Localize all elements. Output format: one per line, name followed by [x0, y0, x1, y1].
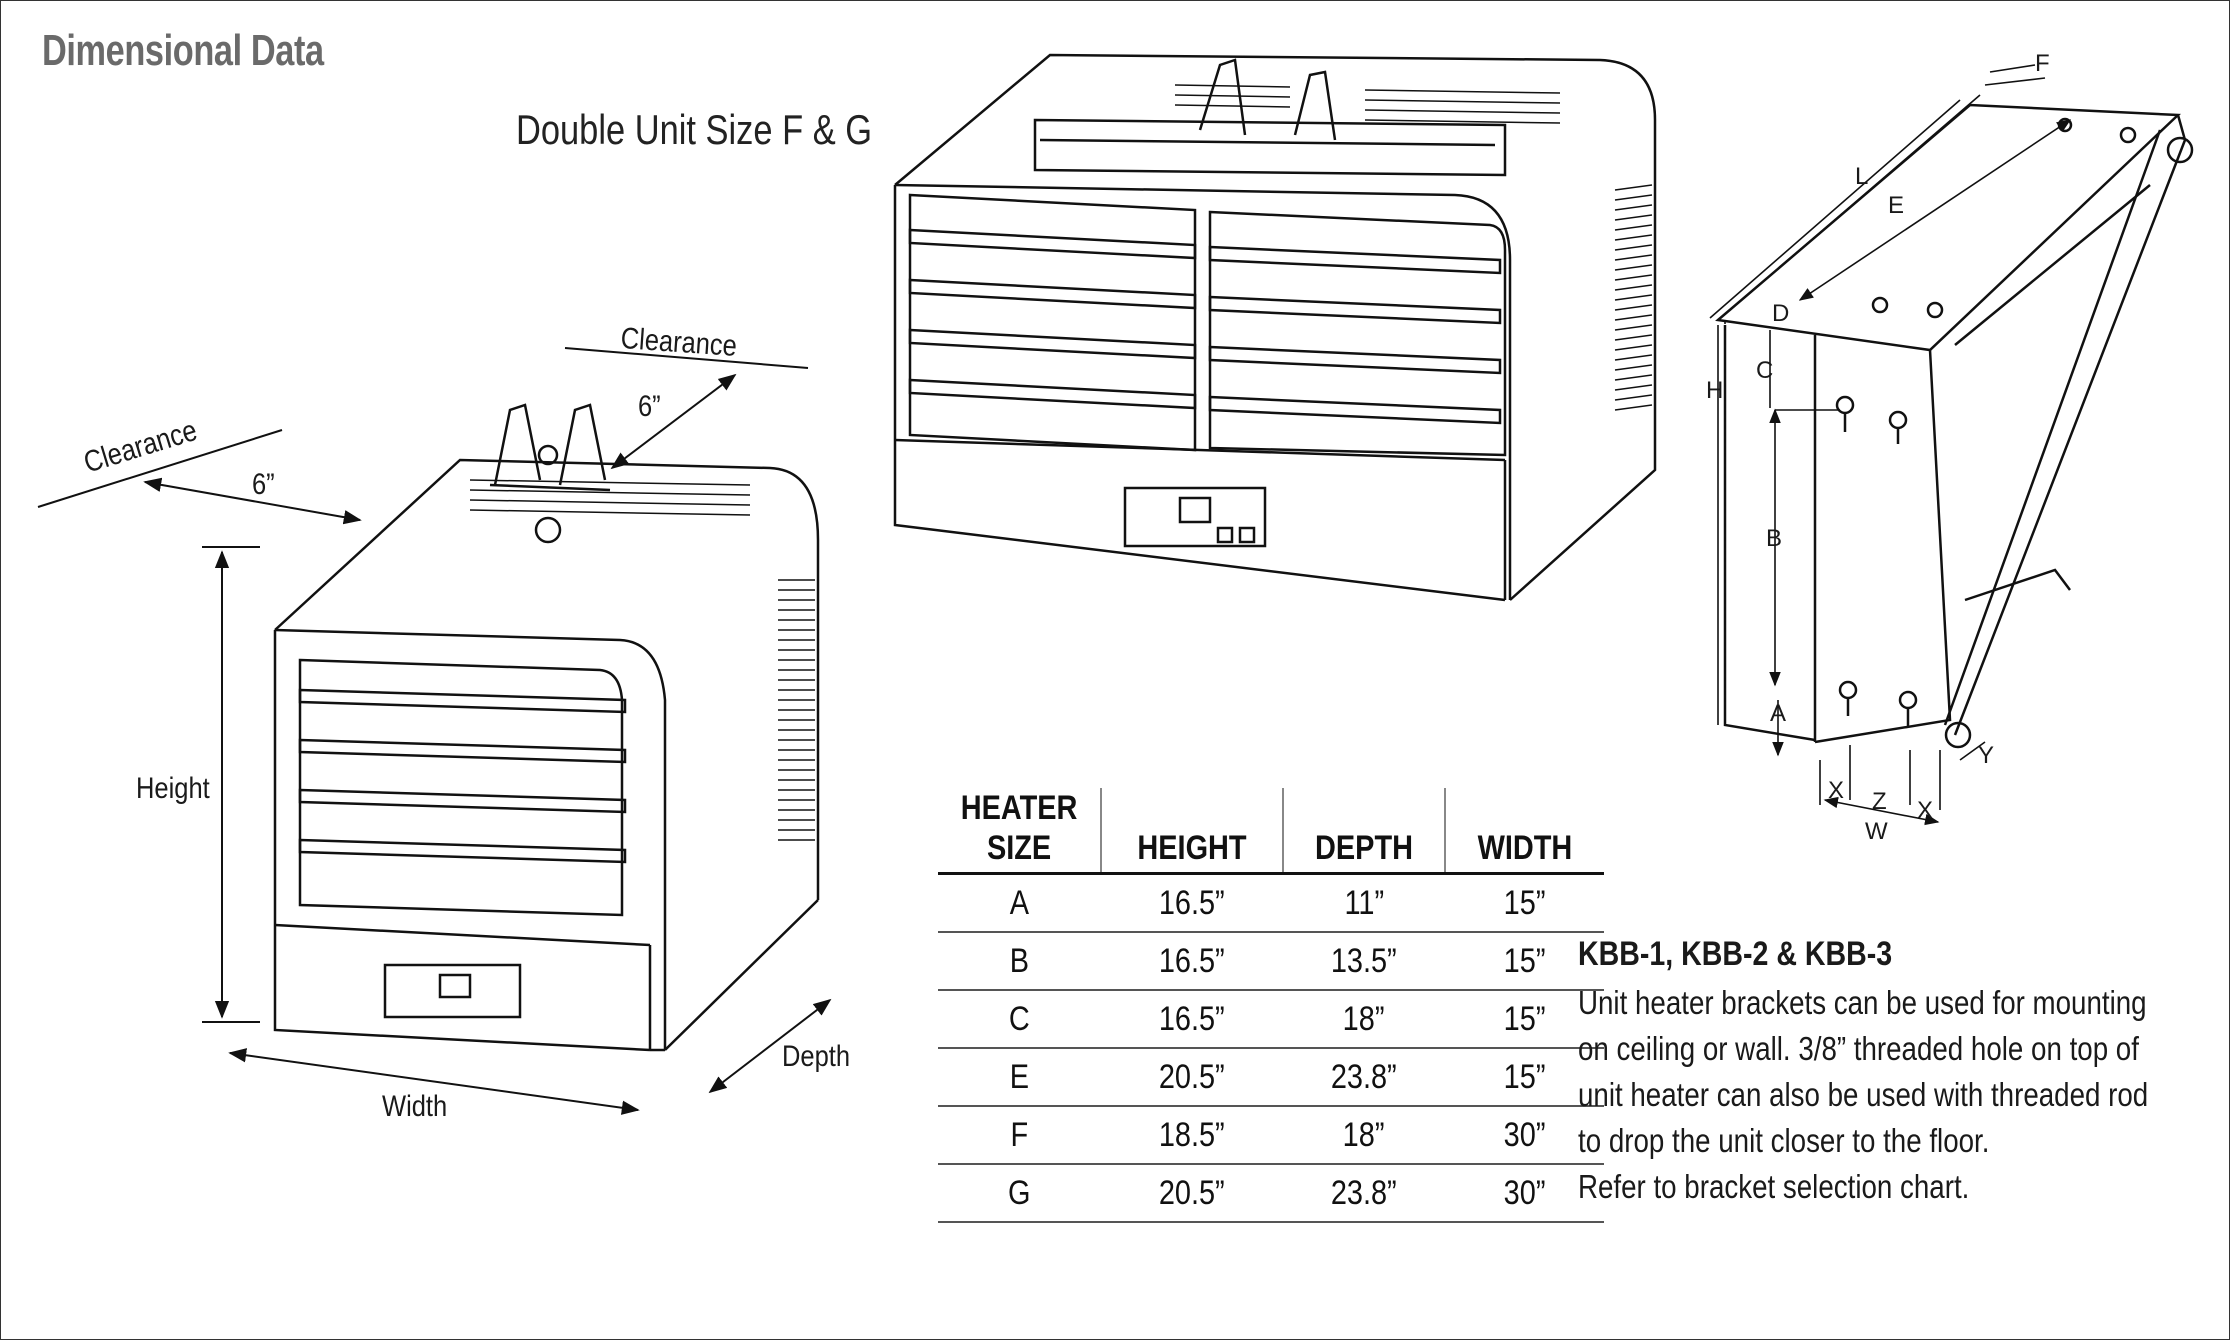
- bracket-description-line-4: to drop the unit closer to the floor.: [1578, 1122, 1990, 1159]
- bracket-description-line-2: on ceiling or wall. 3/8” threaded hole o…: [1578, 1030, 2139, 1067]
- cell-width: 15”: [1503, 941, 1546, 980]
- bracket-label-f: F: [2035, 50, 2050, 77]
- cell-depth: 18”: [1343, 999, 1385, 1038]
- header-depth: DEPTH: [1294, 788, 1433, 875]
- header-height: HEIGHT: [1113, 788, 1270, 875]
- mounting-bracket-drawing: [1715, 103, 2194, 749]
- cell-size: A: [1009, 883, 1030, 922]
- table-header-row: HEATER SIZE HEIGHT DEPTH WIDTH: [938, 788, 1604, 875]
- height-label: Height: [136, 772, 210, 805]
- bracket-label-a: A: [1770, 700, 1787, 727]
- cell-size: E: [1009, 1057, 1030, 1096]
- bracket-label-x-right: X: [1917, 797, 1934, 824]
- cell-depth: 13.5”: [1331, 941, 1397, 980]
- cell-height: 16.5”: [1159, 999, 1225, 1038]
- single-unit-heater-drawing: [273, 403, 820, 1052]
- cell-size: G: [1008, 1173, 1031, 1212]
- table-row: G 20.5” 23.8” 30”: [938, 1164, 1604, 1223]
- cell-depth: 23.8”: [1331, 1173, 1397, 1212]
- bracket-label-h: H: [1706, 377, 1724, 404]
- width-label: Width: [382, 1090, 448, 1123]
- bracket-label-x-left: X: [1828, 777, 1845, 804]
- bracket-dimension-lines: [1709, 64, 2072, 826]
- cell-depth: 23.8”: [1331, 1057, 1397, 1096]
- cell-height: 16.5”: [1159, 941, 1225, 980]
- cell-size: F: [1010, 1115, 1029, 1154]
- header-width: WIDTH: [1456, 788, 1593, 875]
- double-unit-heater-drawing: [893, 53, 1657, 602]
- cell-height: 20.5”: [1159, 1057, 1225, 1096]
- single-unit-dimension-lines: [37, 347, 832, 1115]
- bracket-label-e: E: [1888, 192, 1905, 219]
- cell-width: 15”: [1503, 999, 1546, 1038]
- bracket-heading: KBB-1, KBB-2 & KBB-3: [1578, 935, 1893, 973]
- double-unit-caption: Double Unit Size F & G: [516, 106, 873, 153]
- bracket-description-line-3: unit heater can also be used with thread…: [1578, 1076, 2149, 1113]
- heater-size-table: HEATER SIZE HEIGHT DEPTH WIDTH A 16.5” 1…: [938, 788, 1604, 1223]
- bracket-label-w: W: [1865, 818, 1888, 845]
- clearance-left-value: 6”: [252, 468, 275, 501]
- bracket-label-y: Y: [1978, 742, 1995, 769]
- bracket-label-z: Z: [1872, 788, 1887, 815]
- bracket-label-c: C: [1756, 357, 1774, 384]
- cell-width: 30”: [1503, 1173, 1546, 1212]
- table-row: F 18.5” 18” 30”: [938, 1106, 1604, 1165]
- table-row: E 20.5” 23.8” 15”: [938, 1048, 1604, 1107]
- cell-height: 18.5”: [1159, 1115, 1225, 1154]
- table-row: A 16.5” 11” 15”: [938, 873, 1604, 933]
- bracket-label-b: B: [1766, 525, 1783, 552]
- bracket-label-l: L: [1855, 163, 1869, 190]
- cell-width: 15”: [1503, 1057, 1546, 1096]
- bracket-description: KBB-1, KBB-2 & KBB-3 Unit heater bracket…: [1578, 935, 2166, 1210]
- bracket-label-d: D: [1772, 300, 1790, 327]
- clearance-right-value: 6”: [638, 390, 661, 423]
- cell-depth: 18”: [1343, 1115, 1385, 1154]
- depth-label: Depth: [782, 1040, 851, 1073]
- cell-depth: 11”: [1344, 883, 1384, 922]
- cell-size: C: [1009, 999, 1030, 1038]
- table-row: B 16.5” 13.5” 15”: [938, 932, 1604, 991]
- header-heater-size: HEATER SIZE: [950, 788, 1089, 875]
- table-row: C 16.5” 18” 15”: [938, 990, 1604, 1049]
- cell-width: 15”: [1503, 883, 1546, 922]
- cell-height: 16.5”: [1159, 883, 1225, 922]
- cell-size: B: [1009, 941, 1030, 980]
- bracket-description-line-1: Unit heater brackets can be used for mou…: [1578, 984, 2147, 1021]
- cell-width: 30”: [1503, 1115, 1546, 1154]
- cell-height: 20.5”: [1159, 1173, 1225, 1212]
- page-title: Dimensional Data: [42, 26, 324, 75]
- bracket-description-line-5: Refer to bracket selection chart.: [1578, 1168, 1970, 1205]
